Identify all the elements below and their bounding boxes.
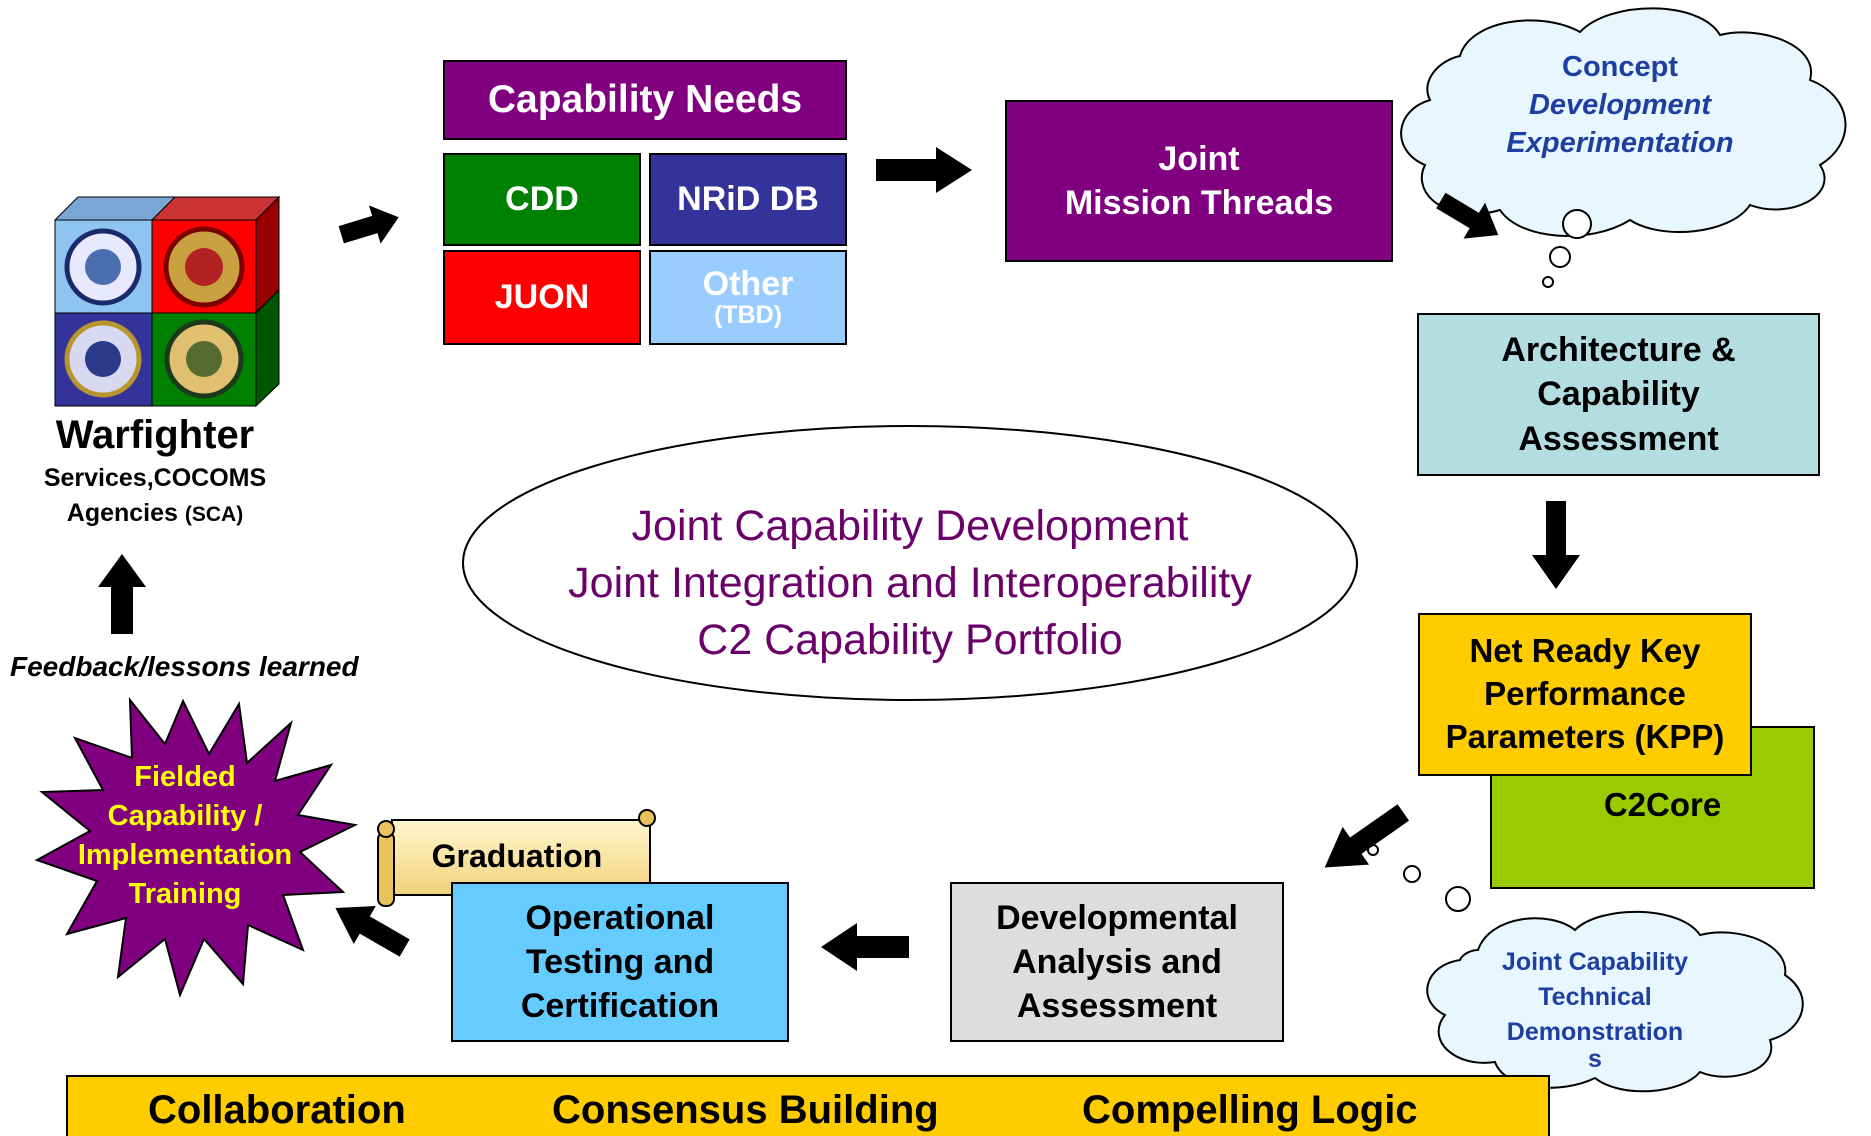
principles-bar <box>66 1075 1550 1136</box>
arrow-to-mission-threads <box>876 147 972 193</box>
thought-bubble <box>1549 246 1571 268</box>
feedback-text: Feedback/lessons learned <box>10 651 359 682</box>
capability-needs-title: Capability Needs <box>443 60 847 140</box>
arrow-to-capability-needs <box>338 205 399 244</box>
collaboration-label: Collaboration <box>148 1088 406 1132</box>
dev-line1: Developmental <box>996 898 1238 937</box>
operational-testing-box: Operational Testing and Certification <box>451 882 789 1042</box>
graduation-label: Graduation <box>398 838 636 875</box>
feedback-label: Feedback/lessons learned <box>10 651 430 683</box>
kpp-line3: Parameters (KPP) <box>1445 717 1725 755</box>
consensus-label: Consensus Building <box>552 1088 939 1132</box>
principle-compelling-logic: Compelling Logic <box>1082 1088 1418 1133</box>
jctd-line4: s <box>1588 1045 1602 1073</box>
joint-mission-threads-box: Joint Mission Threads <box>1005 100 1393 262</box>
fielded-line3: Implementation <box>77 839 293 871</box>
fielded-line2: Capability / <box>107 800 263 832</box>
op-line1: Operational <box>525 898 715 937</box>
architecture-line3: Assessment <box>1518 419 1719 458</box>
juon-label: JUON <box>494 278 590 316</box>
jctd-line3: Demonstration <box>1506 1018 1684 1046</box>
ellipse-line3: C2 Capability Portfolio <box>697 616 1123 664</box>
arrow-to-warfighter <box>98 554 146 634</box>
other-box: Other (TBD) <box>649 250 847 345</box>
principle-consensus: Consensus Building <box>552 1088 939 1133</box>
warfighter-agencies: Agencies (SCA) <box>10 496 300 532</box>
cdd-label: CDD <box>505 180 579 218</box>
graduation-text: Graduation <box>431 838 603 874</box>
jmt-line1: Joint <box>1158 139 1240 178</box>
concept-line3: Experimentation <box>1506 127 1734 159</box>
architecture-assessment-box: Architecture & Capability Assessment <box>1417 313 1820 476</box>
developmental-analysis-box: Developmental Analysis and Assessment <box>950 882 1284 1042</box>
thought-bubble <box>1445 886 1471 912</box>
juon-box: JUON <box>443 250 641 345</box>
principle-collaboration: Collaboration <box>148 1088 406 1133</box>
jmt-line2: Mission Threads <box>1064 184 1334 222</box>
warfighter-sca: (SCA) <box>184 503 244 526</box>
kpp-line1: Net Ready Key <box>1469 632 1701 670</box>
thought-bubble <box>1542 276 1554 288</box>
concept-line2: Development <box>1528 89 1712 121</box>
ellipse-line1: Joint Capability Development <box>631 502 1189 550</box>
concept-cloud-text: Concept Development Experimentation <box>1470 48 1770 162</box>
fielded-star <box>34 697 359 999</box>
capability-needs-title-text: Capability Needs <box>487 78 803 121</box>
fielded-line1: Fielded <box>134 761 236 793</box>
nrid-db-label: NRiD DB <box>677 180 819 218</box>
dev-line3: Assessment <box>1016 987 1218 1026</box>
ellipse-line2: Joint Integration and Interoperability <box>568 559 1252 607</box>
thought-bubble <box>1403 865 1421 883</box>
warfighter-agencies-text: Agencies <box>66 499 185 527</box>
arrow-to-fielded <box>335 905 410 957</box>
kpp-line2: Performance <box>1484 675 1686 713</box>
dev-line2: Analysis and <box>1012 942 1222 981</box>
fielded-capability-text: Fielded Capability / Implementation Trai… <box>40 758 330 914</box>
ellipse-text: Joint Capability Development Joint Integ… <box>480 498 1340 669</box>
c2core-label: C2Core <box>1603 786 1722 823</box>
other-sub-label: (TBD) <box>713 301 783 330</box>
thought-bubble <box>1562 209 1592 239</box>
concept-line1: Concept <box>1562 51 1678 83</box>
net-ready-kpp-box: Net Ready Key Performance Parameters (KP… <box>1418 613 1752 776</box>
jctd-cloud-text: Joint Capability Technical Demonstration… <box>1470 945 1720 1073</box>
architecture-line1: Architecture & <box>1501 331 1736 370</box>
warfighter-services: Services,COCOMS <box>43 464 267 492</box>
cdd-box: CDD <box>443 153 641 246</box>
op-line2: Testing and <box>525 942 715 981</box>
jctd-cloud <box>1367 844 1804 1093</box>
jctd-line1: Joint Capability <box>1501 948 1689 976</box>
arrow-to-operational <box>821 923 909 971</box>
warfighter-label: Warfighter Services,COCOMS Agencies (SCA… <box>10 410 300 532</box>
fielded-line4: Training <box>128 878 242 910</box>
architecture-line2: Capability <box>1537 375 1700 414</box>
arrow-to-developmental <box>1324 804 1410 868</box>
nrid-db-box: NRiD DB <box>649 153 847 246</box>
center-ellipse <box>462 425 1358 701</box>
warfighter-title: Warfighter <box>55 413 255 457</box>
other-label: Other <box>702 264 794 303</box>
arrow-to-nr-kpp <box>1532 501 1580 589</box>
arrow-to-concept <box>1436 192 1499 239</box>
concept-cloud <box>1400 7 1847 288</box>
warfighter-cube <box>53 195 281 408</box>
jctd-line2: Technical <box>1538 983 1652 1011</box>
compelling-logic-label: Compelling Logic <box>1082 1088 1418 1132</box>
op-line3: Certification <box>520 987 720 1026</box>
